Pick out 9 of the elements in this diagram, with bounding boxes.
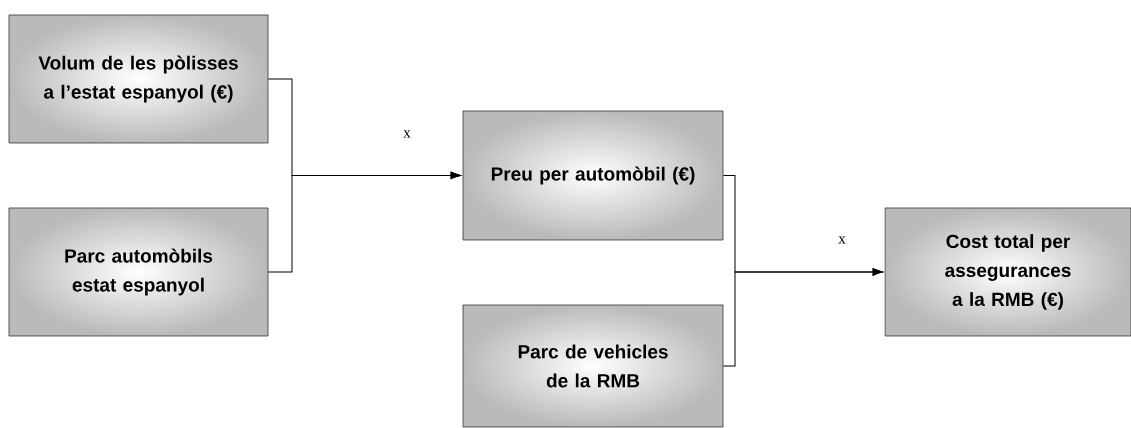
process-box: Parc automòbils estat espanyol xyxy=(8,207,269,337)
process-box: Cost total per assegurances a la RMB (€) xyxy=(884,207,1131,337)
edge-label: x xyxy=(838,236,846,244)
arrow xyxy=(267,171,461,273)
arrow xyxy=(722,268,883,367)
edge-label: x xyxy=(403,130,411,138)
process-box: Preu per automòbil (€) xyxy=(462,110,724,241)
process-box: Parc de vehicles de la RMB xyxy=(462,304,724,428)
process-box: Volum de les pòlisses a l’estat espanyol (€) xyxy=(8,14,269,144)
